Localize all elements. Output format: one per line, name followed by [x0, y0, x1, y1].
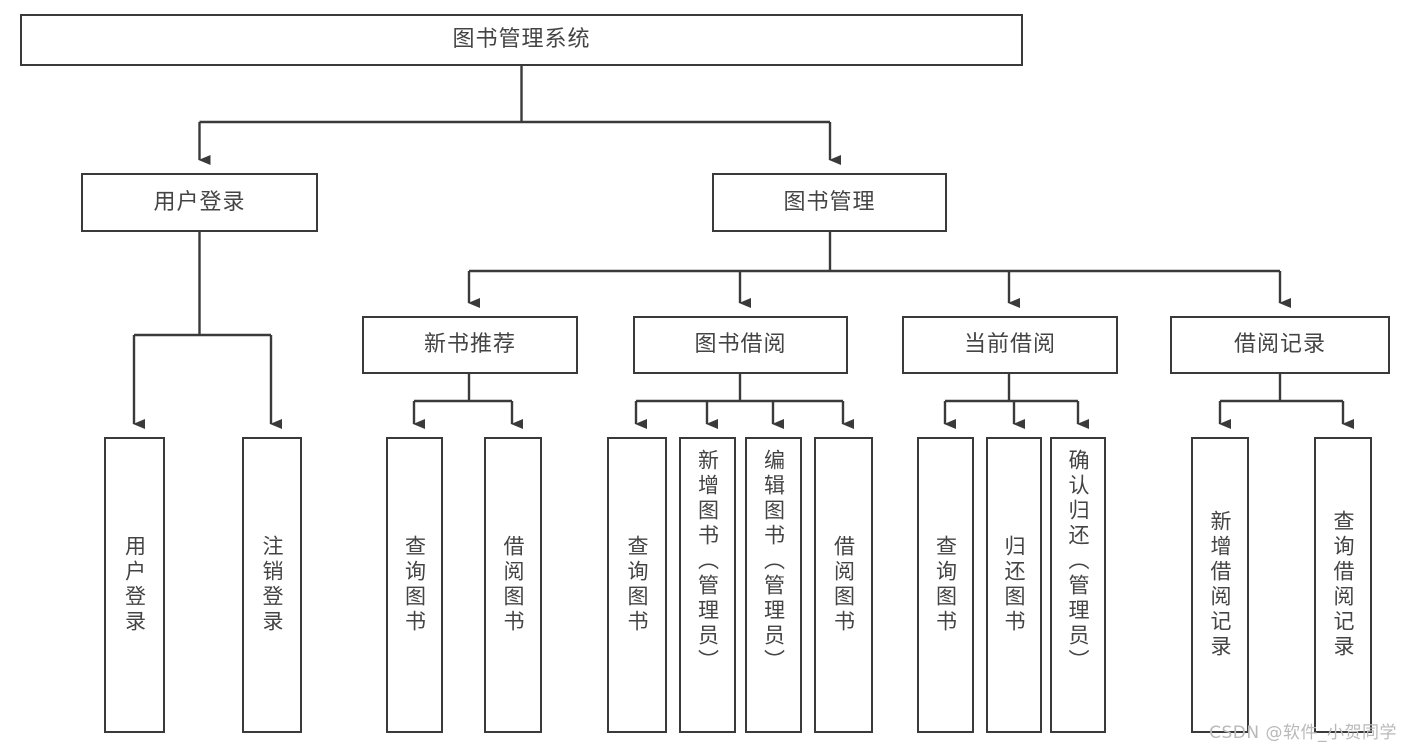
leaf-add-book-label: 新增图书（管理员） [695, 449, 720, 674]
leaf-return-book-label: 归还图书 [1002, 535, 1027, 635]
leaf-logout-label: 注销登录 [260, 535, 285, 635]
leaf-query-book-current[interactable]: 查询图书 [917, 437, 974, 733]
leaf-borrow-book-recommend[interactable]: 借阅图书 [484, 437, 542, 733]
leaf-query-book-borrow[interactable]: 查询图书 [607, 437, 667, 733]
node-borrow-record-label: 借阅记录 [1233, 332, 1326, 358]
node-book-borrow[interactable]: 图书借阅 [633, 316, 848, 374]
leaf-edit-book[interactable]: 编辑图书（管理员） [745, 437, 802, 733]
leaf-add-borrow-record-label: 新增借阅记录 [1208, 510, 1233, 660]
leaf-confirm-return[interactable]: 确认归还（管理员） [1050, 437, 1106, 733]
leaf-add-book[interactable]: 新增图书（管理员） [679, 437, 736, 733]
node-user-login-label: 用户登录 [153, 189, 246, 215]
leaf-edit-book-label: 编辑图书（管理员） [761, 449, 786, 674]
leaf-user-login[interactable]: 用户登录 [104, 437, 165, 733]
leaf-logout[interactable]: 注销登录 [242, 437, 302, 733]
node-borrow-record[interactable]: 借阅记录 [1170, 316, 1390, 374]
node-book-manage[interactable]: 图书管理 [712, 173, 947, 232]
leaf-confirm-return-label: 确认归还（管理员） [1066, 449, 1091, 674]
leaf-query-book-recommend-label: 查询图书 [402, 535, 427, 635]
node-user-login[interactable]: 用户登录 [81, 173, 318, 232]
leaf-query-book-current-label: 查询图书 [933, 535, 958, 635]
node-root[interactable]: 图书管理系统 [20, 14, 1023, 66]
node-current-borrow[interactable]: 当前借阅 [902, 316, 1118, 374]
leaf-query-book-borrow-label: 查询图书 [625, 535, 650, 635]
watermark: CSDN @软件_小贺同学 [1209, 723, 1397, 743]
leaf-return-book[interactable]: 归还图书 [986, 437, 1042, 733]
leaf-borrow-book-label: 借阅图书 [831, 535, 856, 635]
leaf-query-book-recommend[interactable]: 查询图书 [386, 437, 443, 733]
node-new-book-recommend[interactable]: 新书推荐 [362, 316, 578, 374]
leaf-user-login-label: 用户登录 [122, 535, 147, 635]
leaf-query-borrow-record-label: 查询借阅记录 [1331, 510, 1356, 660]
node-book-borrow-label: 图书借阅 [694, 332, 787, 358]
leaf-borrow-book-recommend-label: 借阅图书 [501, 535, 526, 635]
node-new-book-recommend-label: 新书推荐 [423, 332, 516, 358]
node-current-borrow-label: 当前借阅 [963, 332, 1056, 358]
leaf-query-borrow-record[interactable]: 查询借阅记录 [1314, 437, 1372, 733]
node-root-label: 图书管理系统 [452, 27, 591, 53]
leaf-add-borrow-record[interactable]: 新增借阅记录 [1191, 437, 1249, 733]
node-book-manage-label: 图书管理 [783, 189, 876, 215]
leaf-borrow-book[interactable]: 借阅图书 [814, 437, 873, 733]
